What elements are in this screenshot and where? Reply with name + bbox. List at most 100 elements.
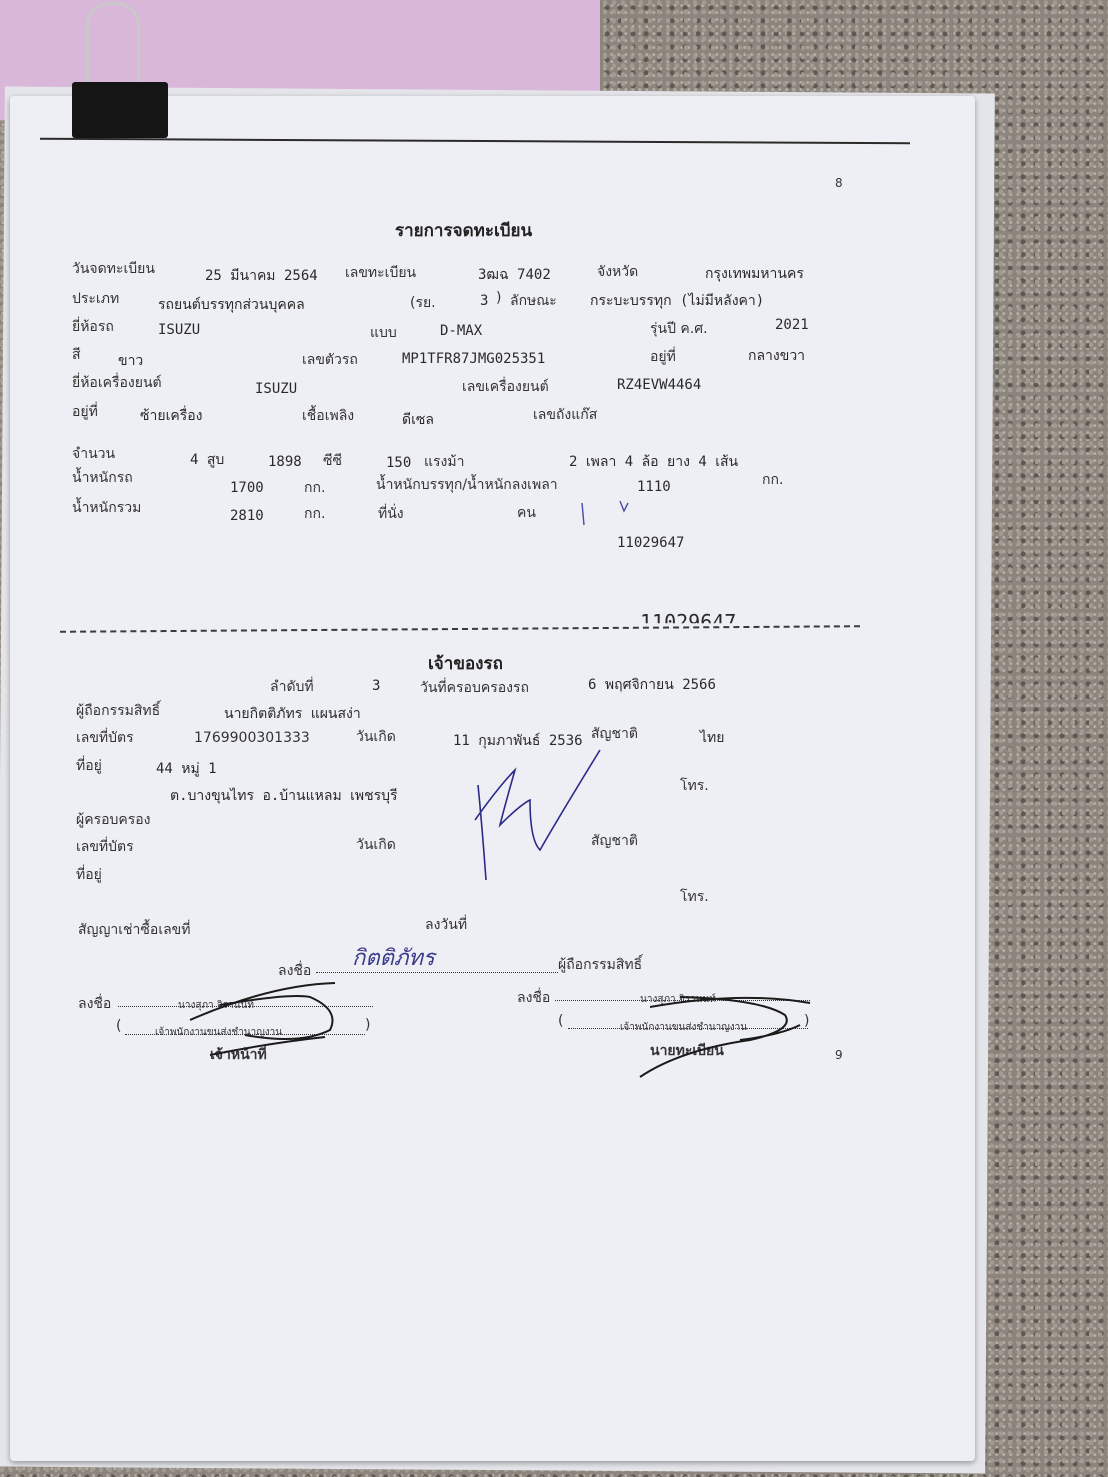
style-label: ลักษณะ bbox=[510, 293, 557, 309]
type-label: ประเภท bbox=[72, 291, 120, 307]
officer-signature-icon bbox=[189, 982, 336, 1056]
registrar-sign-label: ลงชื่อ bbox=[517, 990, 551, 1006]
axles-wheels-tires: 2 เพลา 4 ล้อ ยาง 4 เส้น bbox=[569, 454, 739, 470]
kg-unit-3: กก. bbox=[304, 506, 326, 522]
possessor-label: ผู้ครอบครอง bbox=[76, 812, 151, 828]
binder-clip-icon bbox=[72, 82, 168, 138]
plate-label: เลขทะเบียน bbox=[345, 265, 417, 281]
address-line-2: ต.บางขุนไทร อ.บ้านแหลม เพชรบุรี bbox=[170, 788, 398, 804]
province-label: จังหวัด bbox=[597, 264, 639, 280]
sign-date-label: ลงวันที่ bbox=[425, 917, 468, 933]
cylinders: 4 สูบ bbox=[190, 452, 225, 468]
officer-paren-open: ( bbox=[116, 1018, 122, 1034]
dob: 11 กุมภาพันธ์ 2536 bbox=[453, 733, 583, 749]
vehicle-weight-label: น้ำหนักรถ bbox=[72, 470, 133, 486]
fuel: ดีเซล bbox=[402, 412, 434, 428]
page-number-bottom: 9 bbox=[835, 1048, 843, 1062]
registrar-position: เจ้าพนักงานขนส่งชำนาญงาน bbox=[620, 1022, 748, 1033]
color: ขาว bbox=[118, 353, 144, 369]
tel-label: โทร. bbox=[680, 778, 709, 794]
holder-label: ผู้ถือกรรมสิทธิ์ bbox=[76, 703, 161, 719]
quantity-label: จำนวน bbox=[72, 446, 116, 462]
brand-label: ยี่ห้อรถ bbox=[72, 319, 114, 335]
officer-sign-label: ลงชื่อ bbox=[78, 996, 112, 1012]
kg-unit-2: กก. bbox=[762, 472, 784, 488]
lease-contract-label: สัญญาเช่าซื้อเลขที่ bbox=[78, 922, 191, 938]
total-weight: 2810 bbox=[230, 508, 264, 524]
gas-tank-label: เลขถังแก๊ส bbox=[533, 407, 598, 423]
officer-name: นางสุภา จิรานนท์ bbox=[178, 1000, 254, 1011]
kg-unit-1: กก. bbox=[304, 480, 326, 496]
registrar-role: นายทะเบียน bbox=[650, 1043, 724, 1059]
possession-date: 6 พฤศจิกายน 2566 bbox=[588, 677, 716, 693]
check-mark-icon bbox=[581, 500, 629, 526]
seats-label: ที่นั่ง bbox=[378, 506, 404, 522]
officer-paren-close: ) bbox=[365, 1017, 371, 1033]
vin: MP1TFR87JMG025351 bbox=[402, 351, 546, 367]
holder-role: ผู้ถือกรรมสิทธิ์ bbox=[558, 957, 643, 973]
seats-unit: คน bbox=[517, 505, 536, 521]
ry-close: ) bbox=[496, 290, 502, 306]
holder-name: นายกิตติภัทร แผนสง่า bbox=[224, 706, 361, 722]
registrar-sign-dotted-line bbox=[555, 1000, 810, 1001]
model-year: 2021 bbox=[775, 317, 809, 333]
registrar-paren-close: ) bbox=[804, 1013, 810, 1029]
officer-role: เจ้าหน้าที่ bbox=[210, 1047, 267, 1063]
hp-label: แรงม้า bbox=[424, 454, 465, 470]
load-weight-label: น้ำหนักบรรทุก/น้ำหนักลงเพลา bbox=[376, 477, 558, 493]
registration-title: รายการจดทะเบียน bbox=[395, 221, 533, 241]
color-label: สี bbox=[72, 347, 81, 363]
officer-position: เจ้าพนักงานขนส่งชำนาญงาน bbox=[155, 1027, 283, 1038]
possessor-tel-label: โทร. bbox=[680, 889, 709, 905]
vin-location-label: อยู่ที่ bbox=[650, 349, 676, 365]
possessor-nationality-label: สัญชาติ bbox=[591, 833, 638, 849]
province: กรุงเทพมหานคร bbox=[705, 266, 804, 282]
reg-date-label: วันจดทะเบียน bbox=[72, 261, 155, 277]
nationality: ไทย bbox=[700, 730, 725, 746]
binder-clip-wire bbox=[86, 2, 140, 89]
year-label: รุ่นปี ค.ศ. bbox=[650, 321, 708, 337]
ry-number: 3 bbox=[480, 293, 489, 309]
engine-number: RZ4EVW4464 bbox=[617, 377, 702, 393]
reg-date: 25 มีนาคม 2564 bbox=[205, 268, 318, 284]
vin-location: กลางขวา bbox=[748, 348, 806, 364]
load-weight: 1110 bbox=[637, 479, 671, 495]
registration-document bbox=[10, 96, 975, 1461]
vehicle-weight: 1700 bbox=[230, 480, 264, 496]
vehicle-style: กระบะบรรทุก (ไม่มีหลังคา) bbox=[590, 293, 765, 309]
registrar-name: นางสุภา จิรานนท์ bbox=[640, 994, 716, 1005]
fuel-label: เชื้อเพลิง bbox=[302, 408, 355, 424]
document-number-cut: 11029647 bbox=[640, 610, 737, 634]
nationality-label: สัญชาติ bbox=[591, 726, 638, 742]
model-label: แบบ bbox=[370, 325, 397, 341]
cc-label: ซีซี bbox=[323, 453, 343, 469]
ry-label: (รย. bbox=[410, 295, 436, 311]
horsepower: 150 bbox=[386, 455, 412, 471]
possessor-address-label: ที่อยู่ bbox=[76, 867, 102, 883]
displacement: 1898 bbox=[268, 454, 302, 470]
possessor-dob-label: วันเกิด bbox=[356, 837, 396, 853]
vehicle-type: รถยนต์บรรทุกส่วนบุคคล bbox=[158, 297, 305, 313]
officer-name-dotted-line bbox=[125, 1034, 365, 1035]
holder-sign-dotted-line bbox=[316, 972, 558, 973]
registrar-name-dotted-line bbox=[568, 1028, 808, 1029]
id-label: เลขที่บัตร bbox=[76, 730, 134, 746]
engine-number-label: เลขเครื่องยนต์ bbox=[462, 379, 549, 395]
address-label: ที่อยู่ bbox=[76, 758, 102, 774]
id-number: 1769900301333 bbox=[194, 730, 310, 746]
page-number-top: 8 bbox=[835, 176, 843, 190]
sequence-label: ลำดับที่ bbox=[270, 679, 314, 695]
holder-handwritten-name: กิตติภัทร bbox=[352, 946, 435, 971]
owner-title: เจ้าของรถ bbox=[428, 654, 503, 674]
engine-brand-label: ยี่ห้อเครื่องยนต์ bbox=[72, 375, 162, 391]
model: D-MAX bbox=[440, 323, 483, 339]
vin-label: เลขตัวรถ bbox=[302, 352, 358, 368]
document-number: 11029647 bbox=[617, 535, 685, 551]
registrar-signature-icon bbox=[639, 996, 811, 1078]
sequence-number: 3 bbox=[372, 678, 381, 694]
engine-location-label: อยู่ที่ bbox=[72, 404, 98, 420]
possessor-id-label: เลขที่บัตร bbox=[76, 839, 134, 855]
possession-date-label: วันที่ครอบครองรถ bbox=[420, 680, 529, 696]
holder-sign-label: ลงชื่อ bbox=[278, 963, 312, 979]
address-line-1: 44 หมู่ 1 bbox=[156, 761, 217, 777]
